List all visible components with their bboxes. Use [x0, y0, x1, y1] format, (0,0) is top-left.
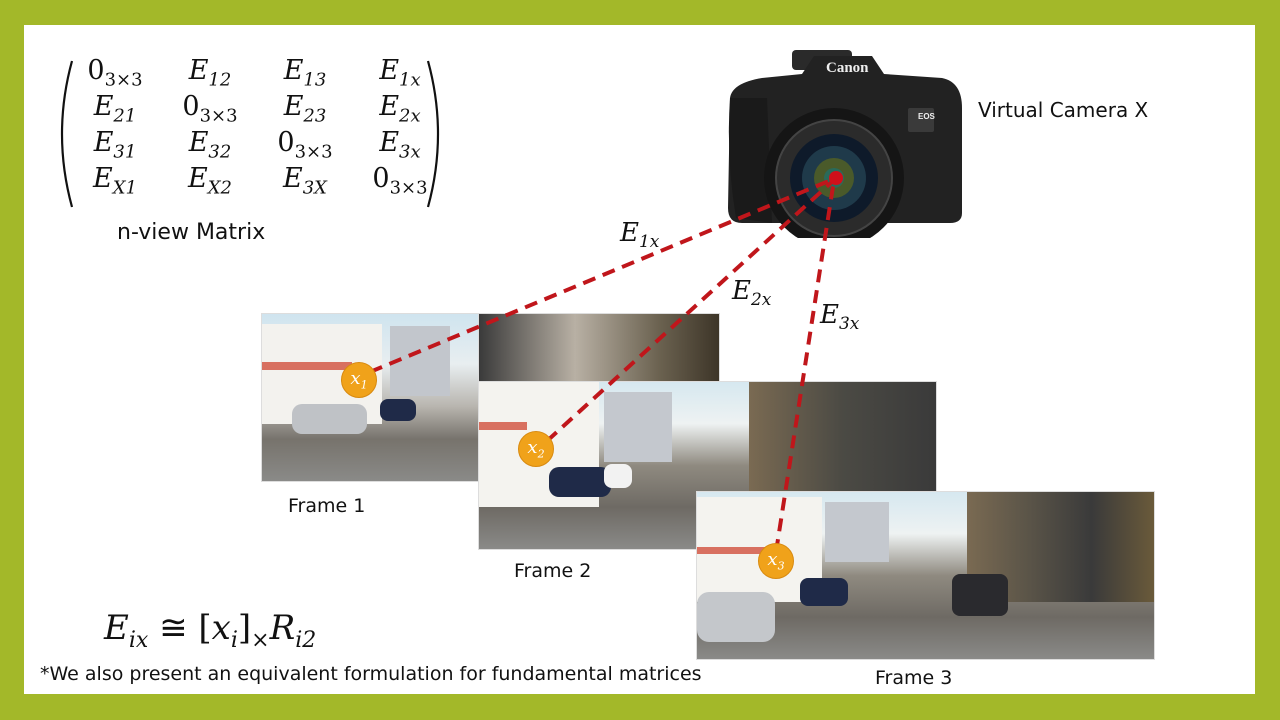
edge-label-1x: E1x [620, 218, 660, 253]
edge-line-3x [774, 179, 836, 553]
matrix-cell: E3X [283, 163, 327, 199]
edge-line-1x [369, 176, 837, 374]
matrix-cell: EX2 [188, 163, 232, 199]
matrix-cell: EX1 [93, 163, 137, 199]
camera-label: Virtual Camera X [978, 98, 1149, 122]
frame-2-top-image [478, 313, 720, 383]
matrix-cell: 03×3 [182, 91, 238, 127]
matrix-cell: E31 [93, 127, 137, 163]
matrix-cell: E2x [379, 91, 421, 127]
edge-label-2x: E2x [732, 276, 772, 311]
matrix-cell: E3x [379, 127, 421, 163]
matrix-cell: E13 [283, 55, 327, 91]
matrix-cell: E32 [188, 127, 232, 163]
camera-model-badge: EOS [918, 112, 935, 121]
right-paren-icon [426, 60, 440, 208]
matrix-cell: E21 [93, 91, 137, 127]
matrix-caption: n-view Matrix [117, 220, 266, 245]
matrix-cell: E1x [379, 55, 421, 91]
frame-2-label: Frame 2 [514, 560, 592, 582]
frame-1-image [261, 313, 480, 482]
matrix-cell: 03×3 [87, 55, 143, 91]
matrix-cell: E12 [188, 55, 232, 91]
keypoint-x2: x2 [518, 431, 554, 467]
keypoint-x3: x3 [758, 543, 794, 579]
essential-formula: Eix ≅ [xi]×Ri2 [104, 608, 317, 653]
edge-line-2x [545, 178, 836, 443]
camera-brand: Canon [826, 60, 869, 76]
keypoint-x1: x1 [341, 362, 377, 398]
frame-3-label: Frame 3 [875, 667, 953, 689]
frame-3-image [696, 491, 1155, 660]
frame-1-label: Frame 1 [288, 495, 366, 517]
matrix-cell: E23 [283, 91, 327, 127]
matrix-cell: 03×3 [372, 163, 428, 199]
left-paren-icon [60, 60, 74, 208]
matrix-cell: 03×3 [277, 127, 333, 163]
camera-center-dot [829, 171, 843, 185]
footnote: *We also present an equivalent formulati… [40, 663, 702, 685]
edge-label-3x: E3x [820, 300, 860, 335]
